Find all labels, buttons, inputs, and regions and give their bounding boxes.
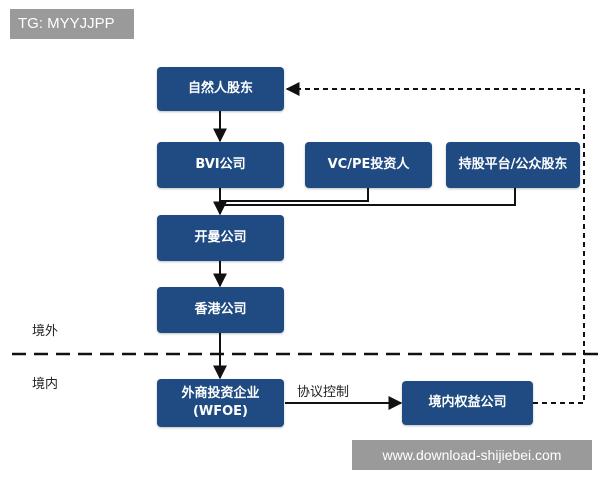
node-label-line1: 外商投资企业 bbox=[181, 386, 260, 401]
node-label: VC/PE投资人 bbox=[327, 157, 410, 172]
edge-label-agreement-control: 协议控制 bbox=[297, 385, 350, 400]
node-cayman-company: 开曼公司 bbox=[157, 215, 284, 261]
node-esop-public-shareholder: 持股平台/公众股东 bbox=[446, 142, 580, 188]
node-domestic-equity-company: 境内权益公司 bbox=[402, 381, 533, 425]
bottom-watermark: www.download-shijiebei.com bbox=[352, 440, 592, 470]
node-label: BVI公司 bbox=[195, 157, 246, 172]
node-label: 香港公司 bbox=[194, 302, 247, 317]
edge-vcpe-merge bbox=[220, 188, 369, 202]
node-label-line2: (WFOE) bbox=[192, 404, 249, 419]
node-natural-person-shareholder: 自然人股东 bbox=[157, 67, 284, 111]
node-label: 开曼公司 bbox=[194, 230, 247, 245]
edge-esop-merge bbox=[220, 188, 516, 206]
region-domestic-label: 境内 bbox=[32, 377, 59, 392]
region-overseas-label: 境外 bbox=[32, 324, 59, 339]
node-bvi-company: BVI公司 bbox=[157, 142, 284, 188]
node-vcpe-investor: VC/PE投资人 bbox=[305, 142, 432, 188]
top-watermark: TG: MYYJJPP bbox=[10, 9, 134, 39]
node-label: 持股平台/公众股东 bbox=[458, 157, 568, 172]
node-label: 自然人股东 bbox=[187, 81, 253, 96]
node-hongkong-company: 香港公司 bbox=[157, 287, 284, 333]
node-label: 境内权益公司 bbox=[428, 395, 507, 410]
edge-domestic-to-natural-dashed bbox=[285, 82, 585, 404]
node-wfoe: 外商投资企业 (WFOE) bbox=[157, 379, 284, 427]
